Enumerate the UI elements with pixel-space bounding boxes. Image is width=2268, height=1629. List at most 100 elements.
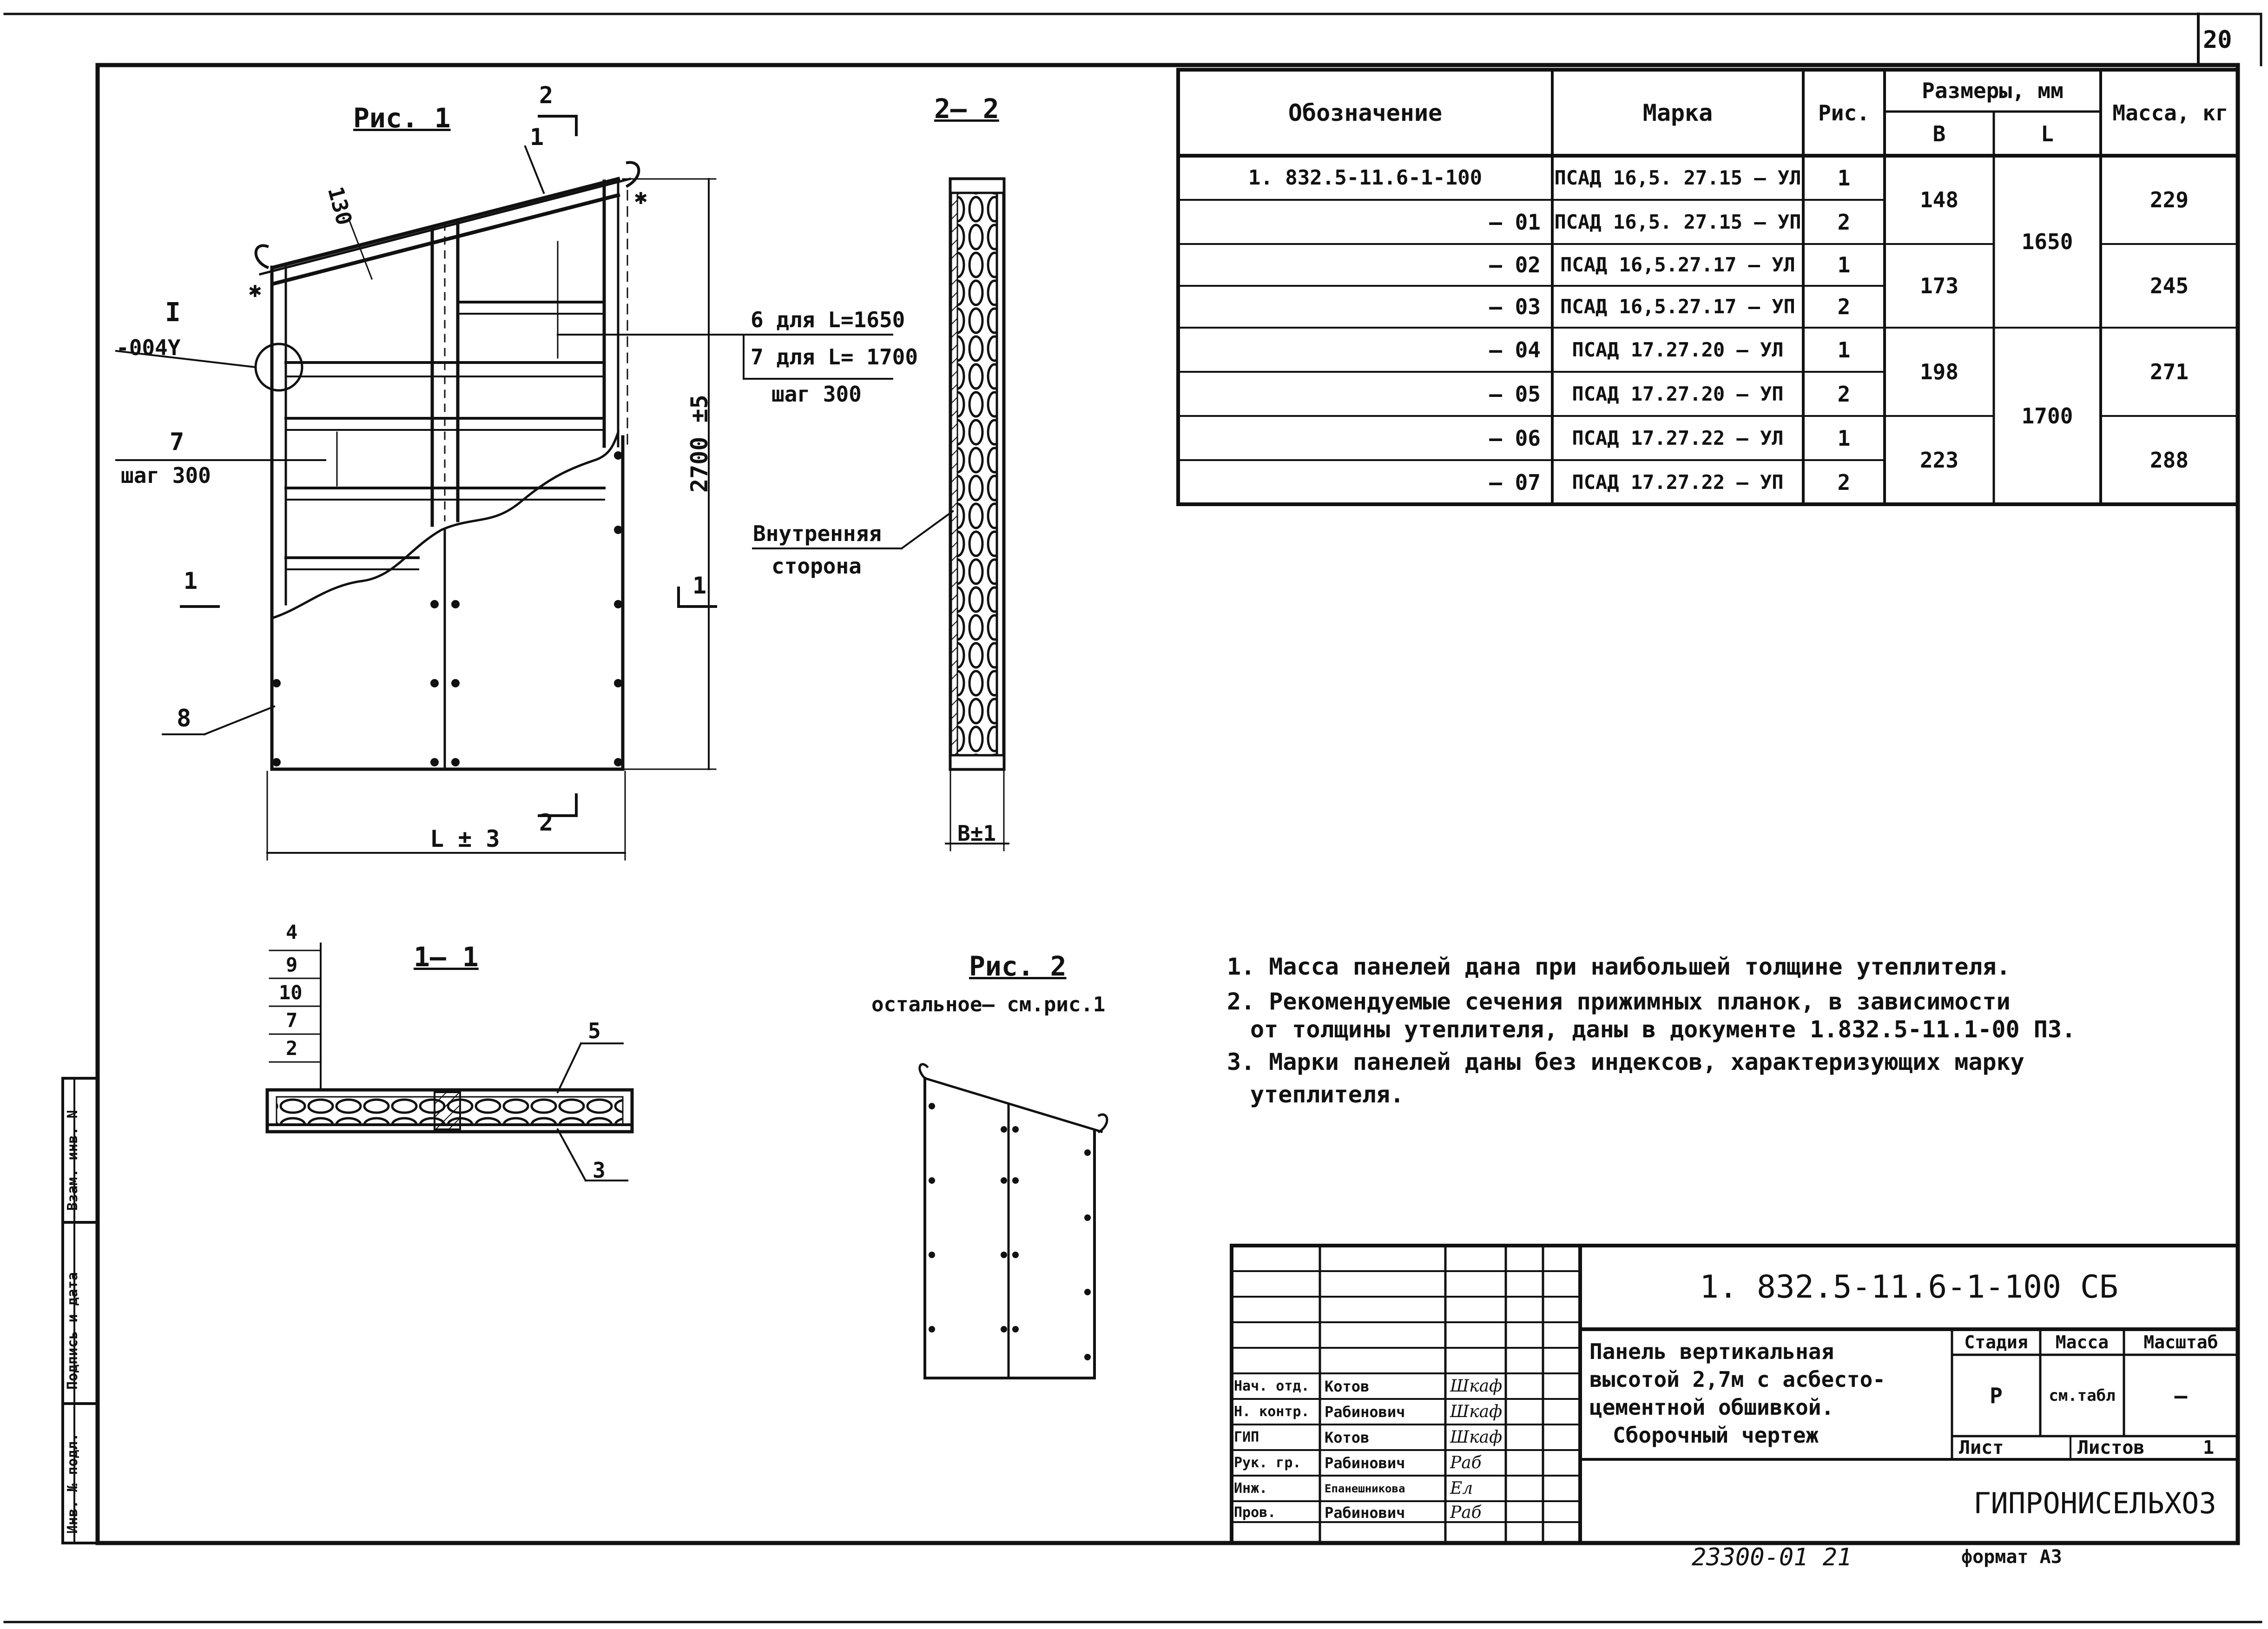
section-mark-1-right: 1 <box>692 572 707 599</box>
row1-mark: ПСАД 16,5. 27.15 – УП <box>1554 210 1801 233</box>
staff-sign-4: Раб <box>1450 1453 1482 1472</box>
row0-designation: 1. 832.5-11.6-1-100 <box>1248 165 1483 190</box>
stamp-vzam-inv: Взам. инв. N <box>65 1110 81 1211</box>
title-line-2: высотой 2,7м с асбесто- <box>1589 1367 1886 1392</box>
row0-fig: 1 <box>1837 165 1851 191</box>
th-fig: Рис. <box>1818 100 1870 125</box>
th-l: L <box>2041 121 2054 146</box>
staff-role-6: Пров. <box>1234 1504 1276 1521</box>
row7-mark: ПСАД 17.27.22 – УП <box>1572 470 1784 494</box>
row7-fig: 2 <box>1837 469 1851 495</box>
mass-value-288: 288 <box>2149 448 2189 473</box>
pitch-note-line2: 7 для L= 1700 <box>751 344 918 369</box>
th-dimensions: Размеры, мм <box>1922 78 2064 103</box>
staff-sign-6: Раб <box>1450 1503 1482 1522</box>
position-8-label: 8 <box>177 705 191 732</box>
staff-name-5: Епанешникова <box>1325 1482 1405 1495</box>
mass-value-245: 245 <box>2149 273 2189 298</box>
dim-width: L ± 3 <box>430 825 500 852</box>
inner-side-line1: Внутренняя <box>753 521 882 546</box>
th-b: B <box>1932 121 1946 146</box>
mass-value-271: 271 <box>2149 359 2189 384</box>
b-value-173: 173 <box>1919 273 1959 298</box>
sec11-pos-10: 10 <box>279 981 303 1004</box>
mass-value-229: 229 <box>2149 187 2189 212</box>
row2-designation: – 02 <box>1489 252 1541 277</box>
format-label: формат А3 <box>1961 1546 2062 1568</box>
row5-fig: 2 <box>1837 381 1851 407</box>
row3-mark: ПСАД 16,5.27.17 – УП <box>1560 295 1795 318</box>
scale-value: — <box>2174 1383 2188 1408</box>
row7-designation: – 07 <box>1489 469 1541 495</box>
row6-designation: – 06 <box>1489 425 1541 451</box>
sec11-pos-4: 4 <box>286 921 298 943</box>
row4-mark: ПСАД 17.27.20 – УЛ <box>1572 338 1784 361</box>
organization: ГИПРОНИСЕЛЬХОЗ <box>1973 1486 2216 1520</box>
staff-sign-1: Шкаф <box>1450 1377 1503 1396</box>
row4-fig: 1 <box>1837 337 1851 363</box>
section-mark-2-bottom: 2 <box>539 809 554 836</box>
sec11-pos-2: 2 <box>286 1037 298 1060</box>
section-mark-1-left: 1 <box>184 567 198 594</box>
staff-role-4: Рук. гр. <box>1234 1455 1301 1471</box>
dim-b: B±1 <box>957 821 996 846</box>
archive-number: 23300-01 21 <box>1692 1543 1852 1571</box>
scale-label: Масштаб <box>2143 1332 2218 1352</box>
stage-label: Стадия <box>1964 1332 2028 1352</box>
th-mass: Масса, кг <box>2112 100 2228 125</box>
sheet-number: 20 <box>2203 26 2232 54</box>
note-1: 1. Масса панелей дана при наибольшей тол… <box>1227 953 2011 980</box>
sec11-pos-3: 3 <box>593 1158 606 1183</box>
section-mark-2-top: 2 <box>539 82 554 109</box>
sheets-value: 1 <box>2203 1437 2215 1458</box>
sec11-pos-9: 9 <box>286 953 298 976</box>
mass-value: см.табл <box>2049 1386 2116 1405</box>
left-position-7: 7 <box>170 428 185 456</box>
th-designation: Обозначение <box>1288 99 1443 126</box>
asterisk-mark-right: ✱ <box>634 184 647 209</box>
section-11-title: 1– 1 <box>414 941 479 973</box>
row4-designation: – 04 <box>1489 337 1541 363</box>
th-mark: Марка <box>1642 99 1713 126</box>
pitch-note-line1: 6 для L=1650 <box>751 307 905 332</box>
sheets-label: Листов <box>2077 1437 2145 1458</box>
dim-height: 2700 ±5 <box>686 395 713 493</box>
asterisk-mark-left: ✱ <box>249 277 262 302</box>
staff-role-5: Инж. <box>1234 1480 1268 1497</box>
staff-role-3: ГИП <box>1234 1429 1259 1445</box>
l-value-1650: 1650 <box>2021 229 2073 254</box>
staff-name-2: Рабинович <box>1325 1403 1405 1421</box>
fig1-title: Рис. 1 <box>353 102 451 134</box>
staff-role-2: Н. контр. <box>1234 1404 1310 1420</box>
title-line-3: цементной обшивкой. <box>1589 1395 1834 1420</box>
row2-mark: ПСАД 16,5.27.17 – УЛ <box>1560 253 1795 276</box>
row5-designation: – 05 <box>1489 381 1541 407</box>
row1-fig: 2 <box>1837 209 1851 235</box>
title-line-1: Панель вертикальная <box>1589 1339 1834 1364</box>
row6-mark: ПСАД 17.27.22 – УЛ <box>1572 426 1784 449</box>
pitch-note-line3: шаг 300 <box>771 382 862 407</box>
left-pitch-note: шаг 300 <box>121 463 211 488</box>
staff-name-3: Котов <box>1325 1429 1370 1446</box>
position-1-label: 1 <box>530 124 544 151</box>
sec11-pos-7: 7 <box>286 1009 298 1032</box>
mass-label: Масса <box>2055 1332 2109 1352</box>
staff-name-1: Котов <box>1325 1378 1370 1395</box>
row3-fig: 2 <box>1837 294 1851 319</box>
row2-fig: 1 <box>1837 252 1851 277</box>
detail-ref: -004Y <box>116 335 181 360</box>
row5-mark: ПСАД 17.27.20 – УП <box>1572 382 1784 405</box>
stage-value: Р <box>1990 1383 2003 1408</box>
l-value-1700: 1700 <box>2021 403 2073 429</box>
row0-mark: ПСАД 16,5. 27.15 – УЛ <box>1554 166 1801 189</box>
row3-designation: – 03 <box>1489 294 1541 319</box>
row6-fig: 1 <box>1837 425 1851 451</box>
stamp-inv-podl: Инв. № подл. <box>65 1433 81 1534</box>
doc-code: 1. 832.5-11.6-1-100 СБ <box>1700 1269 2118 1306</box>
note-3-line1: 3. Марки панелей даны без индексов, хара… <box>1227 1049 2024 1075</box>
fig2-title: Рис. 2 <box>969 950 1067 982</box>
staff-role-1: Нач. отд. <box>1234 1378 1310 1394</box>
detail-label: I <box>165 297 181 328</box>
